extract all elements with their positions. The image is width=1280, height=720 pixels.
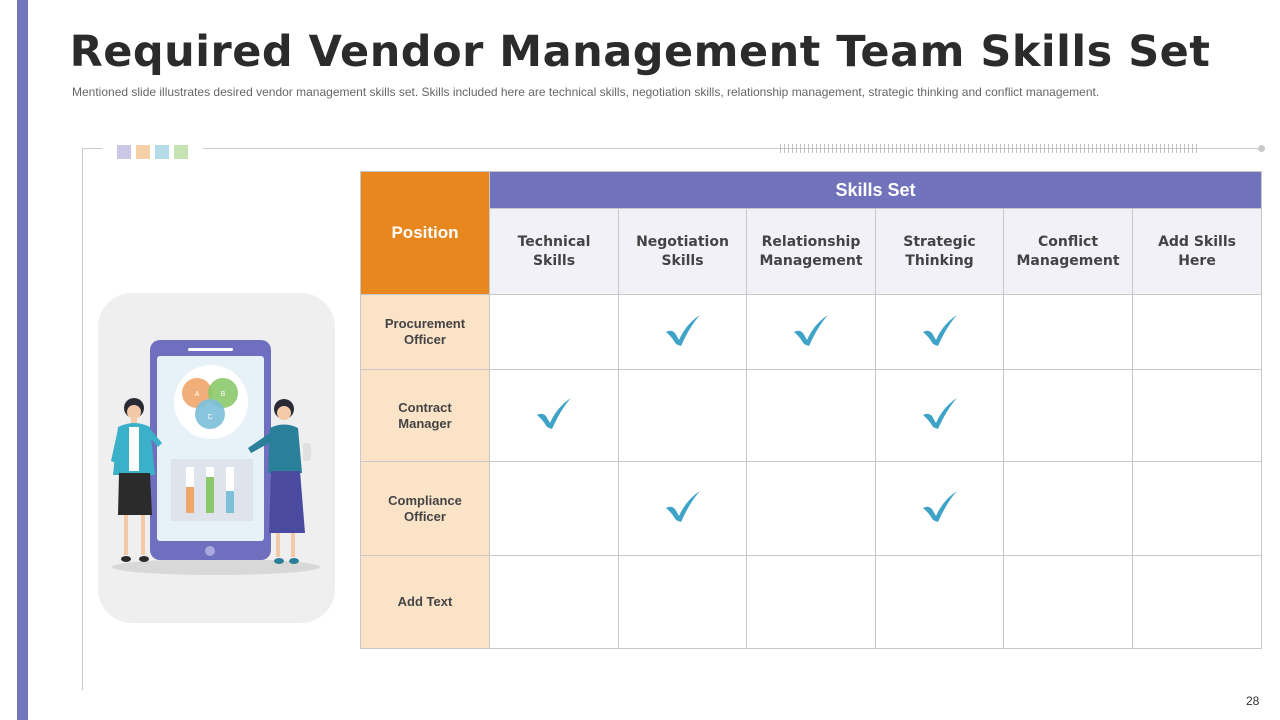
checkmark-icon xyxy=(922,491,957,522)
checkmark-icon xyxy=(665,491,700,522)
slide-subtitle: Mentioned slide illustrates desired vend… xyxy=(72,85,1100,99)
skill-cell xyxy=(489,369,619,462)
skill-cell xyxy=(875,555,1004,649)
skill-cell xyxy=(489,294,619,370)
skill-cell xyxy=(1131,555,1263,649)
position-header: Position xyxy=(360,171,490,295)
skill-cell xyxy=(618,555,747,649)
skill-cell xyxy=(1003,555,1133,649)
venn-label-b: B xyxy=(221,391,226,398)
table-row: Add Text xyxy=(360,555,1263,649)
skill-cell xyxy=(1003,294,1133,370)
page-number: 28 xyxy=(1246,694,1260,708)
row-position-label: Add Text xyxy=(360,555,490,649)
skill-cell xyxy=(618,369,747,462)
venn-label-c: C xyxy=(207,414,212,421)
skills-set-header: Skills Set xyxy=(488,171,1263,209)
skill-cell xyxy=(1003,461,1133,556)
illustration-card: A B C xyxy=(98,293,335,623)
frame-line-left xyxy=(82,148,102,149)
skill-cell xyxy=(1131,369,1263,462)
skill-cell xyxy=(1003,369,1133,462)
checkmark-icon xyxy=(537,398,571,429)
presentation-phone-illustration: A B C xyxy=(111,340,320,575)
slide-title: Required Vendor Management Team Skills S… xyxy=(69,27,1211,77)
skill-cell xyxy=(489,555,619,649)
frame-tick-pattern xyxy=(780,144,1198,153)
frame-line-vertical xyxy=(82,148,83,690)
frame-end-dot xyxy=(1258,145,1265,152)
left-accent-bar xyxy=(17,0,28,720)
frame-line-top xyxy=(203,148,1258,149)
swatch-purple xyxy=(117,145,131,159)
skill-cell xyxy=(618,461,747,556)
swatch-green xyxy=(174,145,188,159)
skill-cell xyxy=(746,461,876,556)
skill-cell xyxy=(489,461,619,556)
skill-cell xyxy=(1131,461,1263,556)
checkmark-icon xyxy=(922,314,957,346)
checkmark-icon xyxy=(794,314,828,346)
skill-cell xyxy=(746,369,876,462)
skill-cell xyxy=(618,294,747,370)
checkmark-icon xyxy=(665,314,700,346)
skill-cell xyxy=(875,461,1004,556)
skill-cell xyxy=(1131,294,1263,370)
venn-label-a: A xyxy=(195,391,200,398)
swatch-blue xyxy=(155,145,169,159)
checkmark-icon xyxy=(922,398,957,429)
swatch-peach xyxy=(136,145,150,159)
skill-cell xyxy=(746,555,876,649)
skill-cell xyxy=(875,369,1004,462)
skill-cell xyxy=(875,294,1004,370)
skill-cell xyxy=(746,294,876,370)
